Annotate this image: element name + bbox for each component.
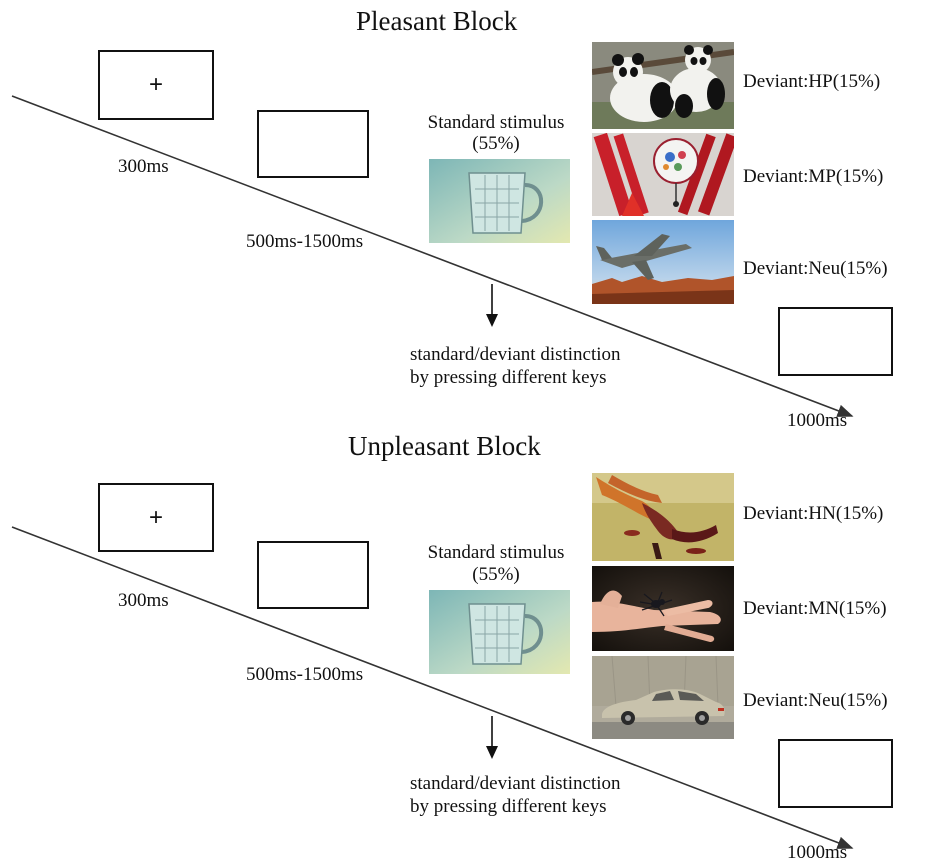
panda-photo: [592, 42, 734, 129]
end-blank-frame: [778, 739, 893, 808]
fixation-duration: 300ms: [118, 590, 169, 611]
down-arrow-icon: [486, 716, 498, 759]
standard-stimulus-title: Standard stimulus: [427, 112, 565, 133]
injured-hand-photo: [592, 473, 734, 561]
blank-frame: [257, 110, 369, 178]
glass-mug-photo: [429, 590, 570, 674]
standard-stimulus-percent: (55%): [472, 564, 520, 585]
blank-duration: 500ms-1500ms: [246, 231, 364, 252]
standard-stimulus-percent: (55%): [472, 133, 520, 154]
fixation-cross: +: [148, 71, 163, 98]
blank-frame: [257, 541, 369, 609]
end-blank-frame: [778, 307, 893, 376]
fixation-frame: +: [98, 50, 214, 120]
glass-mug-photo: [429, 159, 570, 243]
response-instruction-2: by pressing different keys: [410, 796, 607, 817]
response-instruction-2: by pressing different keys: [410, 367, 607, 388]
red-festival-ornament-photo: [592, 133, 734, 216]
response-instruction-1: standard/deviant distinction: [410, 773, 621, 794]
unpleasant-block: Unpleasant Block + 300ms 500ms-1500ms St…: [0, 431, 935, 864]
deviant-label: Deviant:Neu(15%): [743, 258, 888, 279]
deviant-label: Deviant:Neu(15%): [743, 690, 888, 711]
fighter-jet-photo: [592, 220, 734, 304]
block-title: Unpleasant Block: [348, 431, 541, 461]
block-title: Pleasant Block: [356, 6, 518, 36]
end-duration: 1000ms: [787, 842, 848, 863]
spider-on-hand-photo: [592, 566, 734, 651]
response-instruction-1: standard/deviant distinction: [410, 344, 621, 365]
fixation-frame: +: [98, 483, 214, 552]
fixation-cross: +: [148, 503, 163, 531]
car-photo: [592, 656, 734, 739]
fixation-duration: 300ms: [118, 156, 169, 177]
deviant-label: Deviant:MP(15%): [743, 166, 884, 187]
down-arrow-icon: [486, 284, 498, 327]
pleasant-block: Pleasant Block + 300ms 500ms-1500ms Stan…: [11, 6, 893, 431]
deviant-label: Deviant:MN(15%): [743, 598, 887, 619]
deviant-label: Deviant:HN(15%): [743, 503, 884, 524]
standard-stimulus-title: Standard stimulus: [427, 542, 565, 563]
blank-duration: 500ms-1500ms: [246, 664, 364, 685]
end-duration: 1000ms: [787, 410, 848, 431]
deviant-label: Deviant:HP(15%): [743, 71, 881, 92]
